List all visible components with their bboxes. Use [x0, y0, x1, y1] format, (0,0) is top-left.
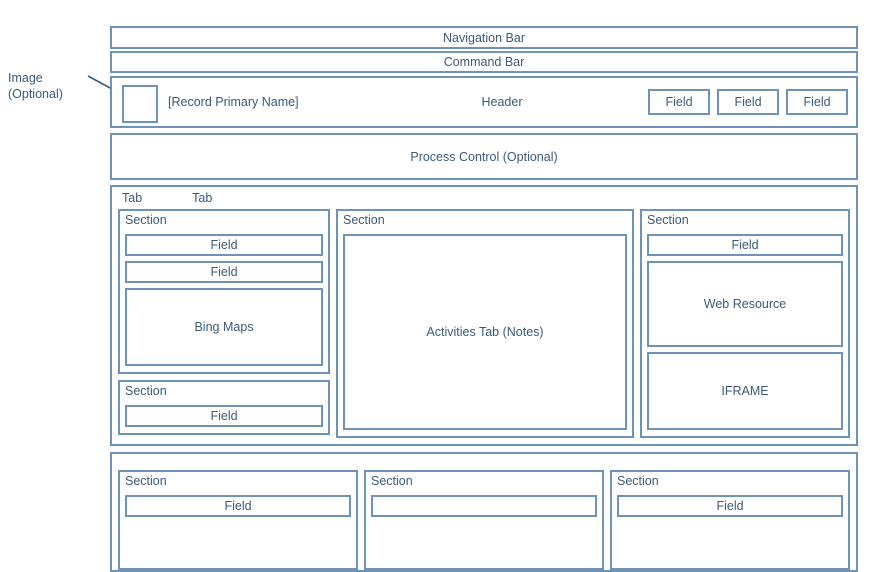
- tab-2[interactable]: Tab: [192, 191, 213, 205]
- navigation-bar[interactable]: Navigation Bar: [110, 26, 858, 49]
- header-title-label: Header: [481, 95, 523, 109]
- column-right: Section Field Web Resource IFRAME: [640, 209, 850, 438]
- web-resource-label: Web Resource: [703, 297, 787, 311]
- section-left-primary-field-1-label: Field: [210, 238, 238, 252]
- column-middle: Section Activities Tab (Notes): [336, 209, 634, 438]
- header-field-1[interactable]: Field: [648, 89, 710, 115]
- section-left-primary-field-2-label: Field: [210, 265, 238, 279]
- section-left-primary-field-1[interactable]: Field: [125, 234, 323, 256]
- navigation-bar-label: Navigation Bar: [443, 30, 525, 45]
- command-bar-label: Command Bar: [443, 55, 525, 69]
- section-left-primary-field-2[interactable]: Field: [125, 261, 323, 283]
- tab-1[interactable]: Tab: [122, 191, 143, 205]
- record-primary-name-label: [Record Primary Name]: [168, 95, 299, 109]
- bottom-section-2-field[interactable]: [371, 495, 597, 517]
- column-left: Section Field Field Bing Maps Section Fi…: [118, 209, 330, 438]
- section-left-primary-title: Section: [125, 213, 167, 227]
- process-control-bar[interactable]: Process Control (Optional): [110, 133, 858, 180]
- record-image-placeholder[interactable]: [122, 85, 158, 123]
- bottom-section-2: Section: [364, 470, 604, 570]
- record-header: [Record Primary Name] Header Field Field…: [110, 76, 858, 128]
- bing-maps-label: Bing Maps: [194, 320, 254, 334]
- section-left-secondary: Section Field: [118, 380, 330, 435]
- section-left-secondary-title: Section: [125, 384, 167, 398]
- bottom-section-1-field-label: Field: [224, 499, 252, 513]
- header-field-3[interactable]: Field: [786, 89, 848, 115]
- bottom-section-3-title: Section: [617, 474, 659, 488]
- record-image-label: [124, 87, 156, 121]
- bottom-section-2-title: Section: [371, 474, 413, 488]
- image-optional-annotation: Image (Optional): [8, 70, 100, 102]
- web-resource-control[interactable]: Web Resource: [647, 261, 843, 347]
- iframe-label: IFRAME: [721, 384, 769, 398]
- activities-notes-label: Activities Tab (Notes): [426, 325, 544, 339]
- header-field-2-label: Field: [734, 95, 762, 109]
- section-left-primary: Section Field Field Bing Maps: [118, 209, 330, 374]
- bottom-section-3-field-label: Field: [716, 499, 744, 513]
- header-field-2[interactable]: Field: [717, 89, 779, 115]
- section-left-secondary-field-1-label: Field: [210, 409, 238, 423]
- section-right-field-1-label: Field: [731, 238, 759, 252]
- section-middle: Section Activities Tab (Notes): [336, 209, 634, 438]
- bottom-tab-panel: Section Field Section Section Field: [110, 452, 858, 572]
- bottom-section-3: Section Field: [610, 470, 850, 570]
- record-primary-name: [Record Primary Name]: [168, 78, 388, 126]
- annotation-line-2: (Optional): [8, 87, 63, 101]
- process-control-label: Process Control (Optional): [410, 149, 558, 164]
- iframe-control[interactable]: IFRAME: [647, 352, 843, 430]
- main-tab-panel: Tab Tab Section Field Field Bing Maps Se…: [110, 185, 858, 446]
- tab-columns: Section Field Field Bing Maps Section Fi…: [118, 209, 850, 438]
- header-field-1-label: Field: [665, 95, 693, 109]
- bottom-section-1-field[interactable]: Field: [125, 495, 351, 517]
- bing-maps-control[interactable]: Bing Maps: [125, 288, 323, 366]
- section-middle-title: Section: [343, 213, 385, 227]
- section-right-field-1[interactable]: Field: [647, 234, 843, 256]
- header-field-3-label: Field: [803, 95, 831, 109]
- command-bar[interactable]: Command Bar: [110, 51, 858, 73]
- activities-notes-control[interactable]: Activities Tab (Notes): [343, 234, 627, 430]
- annotation-line-1: Image: [8, 71, 43, 85]
- section-left-secondary-field-1[interactable]: Field: [125, 405, 323, 427]
- bottom-section-3-field[interactable]: Field: [617, 495, 843, 517]
- tab-strip: Tab Tab: [120, 190, 214, 207]
- section-right: Section Field Web Resource IFRAME: [640, 209, 850, 438]
- header-field-group: Field Field Field: [648, 78, 848, 126]
- section-right-title: Section: [647, 213, 689, 227]
- bottom-section-1: Section Field: [118, 470, 358, 570]
- header-title: Header: [402, 78, 602, 126]
- bottom-section-1-title: Section: [125, 474, 167, 488]
- bottom-columns: Section Field Section Section Field: [118, 470, 850, 570]
